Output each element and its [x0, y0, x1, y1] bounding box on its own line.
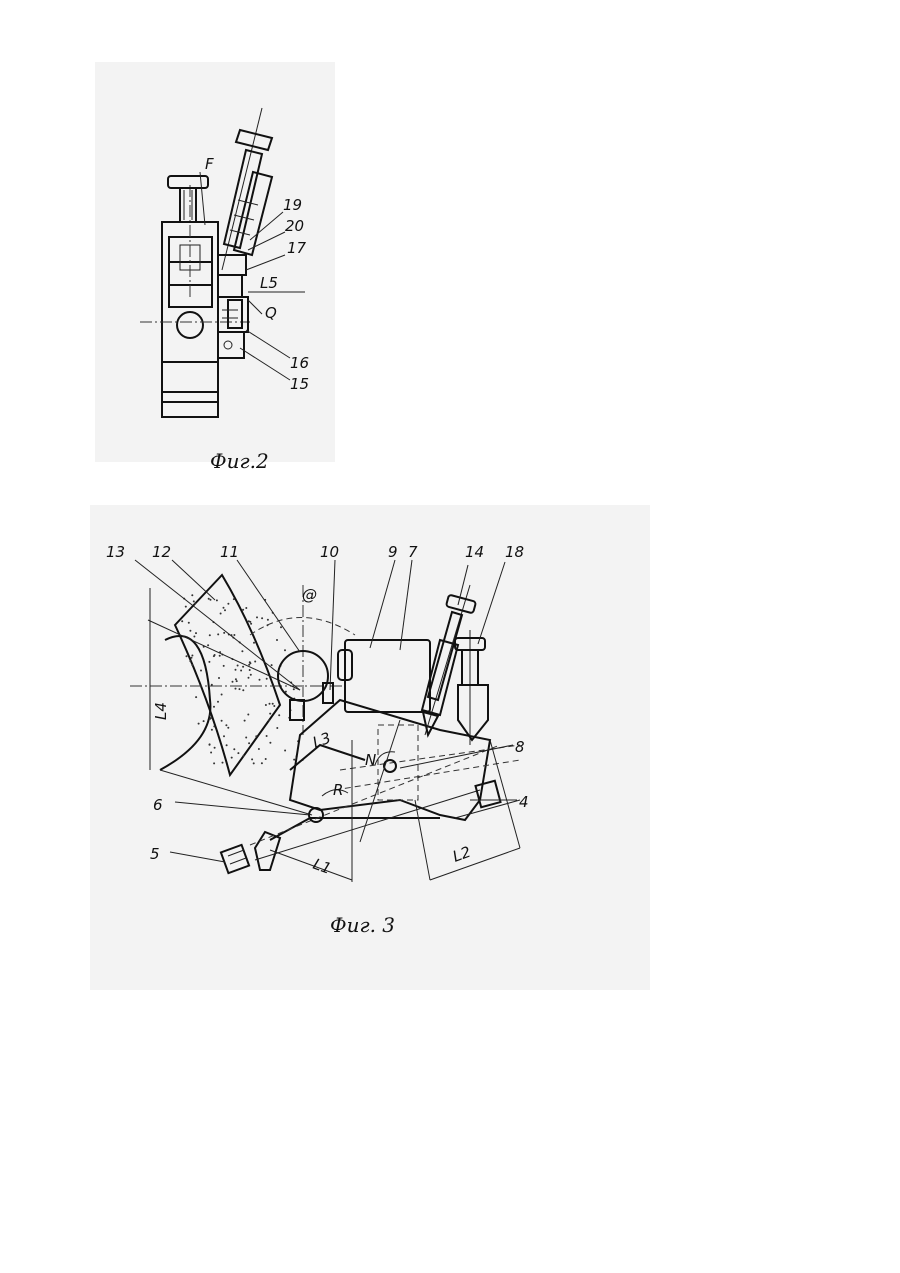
- fig3-label-11: 11: [220, 543, 239, 561]
- fig3-label-9: 9: [388, 543, 398, 561]
- fig3-housing: [338, 640, 430, 712]
- fig2-inclined-screw: [222, 108, 272, 270]
- fig2-caption: Фиг.2: [210, 449, 269, 473]
- fig2-label-17: 17: [287, 239, 307, 257]
- fig3-axis-lines: [130, 585, 355, 815]
- fig3-caption: Фиг. 3: [330, 913, 395, 937]
- fig3-label-L2: L2: [450, 843, 473, 866]
- fig3-label-6: 6: [153, 796, 163, 814]
- fig2-screw-f: [168, 176, 208, 222]
- fig2-label-F: F: [205, 155, 214, 173]
- fig3-grinding-wheel: [160, 575, 280, 775]
- fig3-label-4: 4: [519, 793, 529, 811]
- fig2-label-Q: Q: [265, 304, 277, 322]
- fig3-screw-18: [455, 630, 501, 807]
- fig3-label-5: 5: [150, 845, 160, 863]
- fig2-label-L5: L5: [260, 274, 278, 292]
- fig2-label-20: 20: [285, 217, 304, 235]
- fig3-label-R: R: [333, 781, 343, 799]
- fig3-label-7: 7: [408, 543, 418, 561]
- fig2-label-16: 16: [290, 354, 309, 372]
- fig2-label-19: 19: [283, 196, 302, 214]
- fig3-label-alpha: @: [302, 586, 317, 604]
- fig3-label-18: 18: [505, 543, 524, 561]
- fig2-label-15: 15: [290, 375, 309, 393]
- fig3-label-13: 13: [106, 543, 125, 561]
- fig3-label-L1: L1: [311, 855, 334, 878]
- fig3-label-10: 10: [320, 543, 339, 561]
- fig3-label-8: 8: [515, 738, 525, 756]
- fig3-label-14: 14: [465, 543, 484, 561]
- fig3-label-L4: L4: [152, 702, 170, 720]
- fig3-label-N: N: [365, 751, 376, 769]
- fig3-nut-5: [221, 845, 249, 873]
- fig2-block: [218, 255, 248, 358]
- fig3-label-12: 12: [152, 543, 171, 561]
